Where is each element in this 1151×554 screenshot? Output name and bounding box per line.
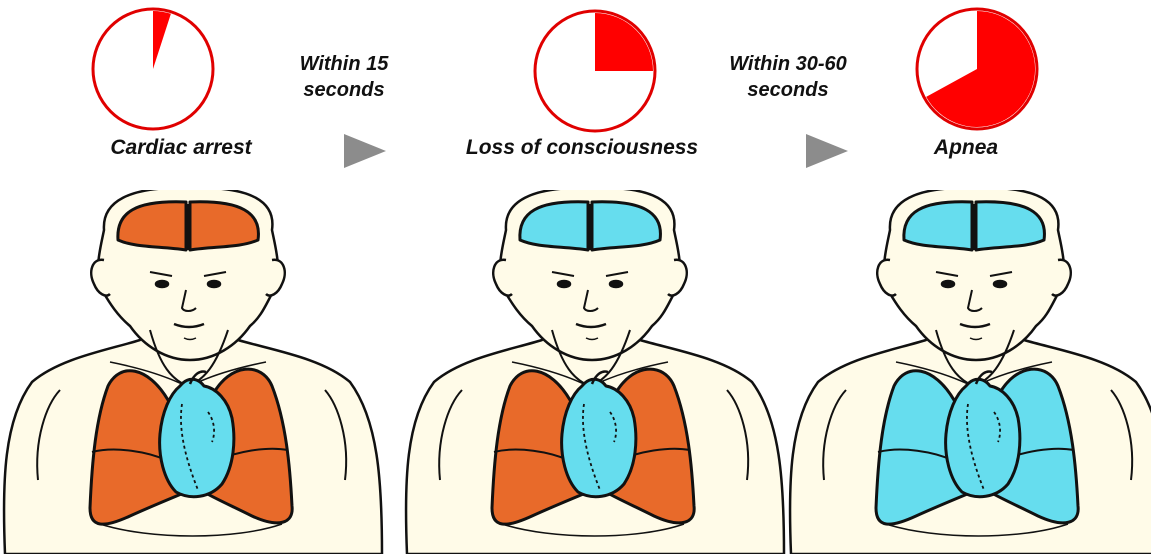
transition-2-line1: Within 30-60 [688, 51, 888, 77]
arrow-right-icon [806, 134, 848, 168]
figure-stage-2 [402, 190, 790, 554]
heart [160, 379, 234, 496]
timer-clock-1 [90, 6, 216, 132]
heart [562, 379, 636, 496]
eye [610, 281, 622, 287]
timer-wedge-2 [595, 13, 653, 71]
eye [208, 281, 220, 287]
figure-group [406, 190, 784, 554]
eye [156, 281, 168, 287]
timer-clock-3 [913, 6, 1041, 132]
transition-label-2: Within 30-60 seconds [688, 51, 888, 103]
transition-label-1: Within 15 seconds [244, 51, 444, 103]
arrow-right-icon [344, 134, 386, 168]
figure-stage-3 [786, 190, 1151, 554]
figure-stage-1 [0, 190, 388, 554]
stage-label-3: Apnea [816, 136, 1116, 160]
transition-1-line1: Within 15 [244, 51, 444, 77]
stage-label-1: Cardiac arrest [31, 136, 331, 160]
stage-label-2: Loss of consciousness [432, 136, 732, 160]
transition-2-line2: seconds [688, 77, 888, 103]
transition-1-line2: seconds [244, 77, 444, 103]
figure-group [790, 190, 1151, 554]
eye [558, 281, 570, 287]
timer-clock-2 [531, 8, 659, 134]
heart [946, 379, 1020, 496]
figure-group [4, 190, 382, 554]
eye [942, 281, 954, 287]
eye [994, 281, 1006, 287]
